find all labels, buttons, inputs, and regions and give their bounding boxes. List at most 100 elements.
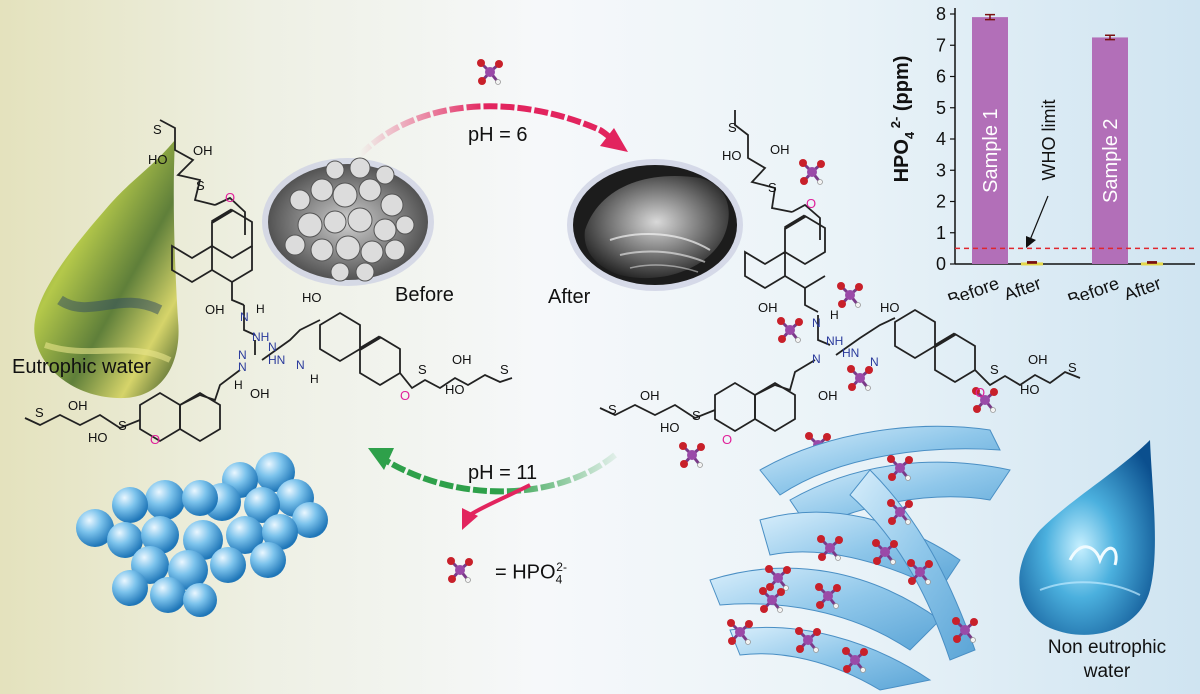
atom-n: N [238, 360, 247, 374]
non-eutrophic-line1: Non eutrophic [1047, 637, 1167, 658]
ph11-label: pH = 11 [468, 462, 538, 484]
atom-n: N [268, 340, 277, 354]
atom-s: S [500, 362, 509, 377]
atom-s: S [1068, 360, 1077, 375]
atom-ho: HO [1020, 382, 1040, 397]
ph6-label: pH = 6 [468, 124, 528, 146]
atom-n: N [870, 355, 879, 369]
atom-o: O [400, 388, 411, 403]
atom-n: N [238, 348, 247, 362]
y-tick-label: 2 [936, 192, 946, 212]
atom-n: N [240, 310, 249, 324]
who-limit-label: WHO limit [1039, 100, 1059, 181]
non-eutrophic-water-label: Non eutrophic water [1032, 636, 1182, 684]
nanosheet-stack [709, 425, 1011, 691]
atom-ho: HO [660, 420, 680, 435]
atom-s: S [196, 178, 205, 193]
atom-oh: OH [818, 388, 838, 403]
atom-hn: HN [842, 346, 860, 360]
atom-o: O [806, 196, 817, 211]
atom-nh: NH [826, 334, 844, 348]
eutrophic-water-label: Eutrophic water [12, 356, 151, 378]
molecule-right-bonds [599, 110, 1081, 433]
atom-s: S [768, 180, 777, 195]
y-axis-label: HPO4 2- (ppm) [888, 56, 917, 183]
atom-n: N [296, 358, 305, 372]
before-label: Before [395, 284, 454, 306]
atom-o: O [150, 432, 161, 447]
after-label: After [548, 286, 591, 308]
atom-s: S [418, 362, 427, 377]
atom-h: H [234, 378, 243, 392]
atom-h: H [310, 372, 319, 386]
atom-oh: OH [1028, 352, 1048, 367]
arrow-ph6 [357, 103, 628, 158]
y-tick-label: 7 [936, 35, 946, 55]
y-tick-label: 3 [936, 160, 946, 180]
atom-ho: HO [88, 430, 108, 445]
atom-o: O [975, 385, 986, 400]
atom-nh: NH [252, 330, 270, 344]
arrow-ph11 [368, 448, 617, 530]
legend-sup: 2- [556, 560, 567, 574]
who-limit-pointer [1029, 195, 1049, 241]
atom-oh: OH [640, 388, 660, 403]
atom-s: S [728, 120, 737, 135]
atom-ho: HO [445, 382, 465, 397]
atom-oh: OH [758, 300, 778, 315]
atom-oh: OH [452, 352, 472, 367]
after-bar [1021, 262, 1043, 266]
atom-s: S [692, 408, 701, 423]
bar-data-label: Sample 2 [1100, 118, 1122, 203]
atom-ho: HO [880, 300, 900, 315]
x-tick-label: Before [1065, 273, 1122, 300]
y-tick-label: 5 [936, 98, 946, 118]
non-eutrophic-line2: water [1083, 661, 1131, 682]
molecule-left-bonds [24, 119, 513, 443]
atom-ho: HO [722, 148, 742, 163]
atom-h: H [830, 308, 839, 322]
x-tick-label: After [1121, 273, 1164, 300]
atom-o: O [722, 432, 733, 447]
atom-n: N [812, 316, 821, 330]
y-tick-label: 1 [936, 223, 946, 243]
atom-ho: HO [302, 290, 322, 305]
y-tick-label: 8 [936, 4, 946, 24]
legend-eq: = HPO [495, 561, 556, 584]
atom-hn: HN [268, 353, 286, 367]
y-tick-label: 0 [936, 254, 946, 274]
sem-after-image [567, 159, 743, 291]
x-tick-label: After [1001, 273, 1044, 300]
atom-oh: OH [205, 302, 225, 317]
atom-n: N [812, 352, 821, 366]
atom-oh: OH [770, 142, 790, 157]
atom-h: H [256, 302, 265, 316]
clean-water-drop [1019, 440, 1155, 635]
atom-oh: OH [250, 386, 270, 401]
bar-data-label: Sample 1 [980, 108, 1002, 193]
eutrophic-water-drop [34, 140, 179, 399]
atom-s: S [608, 402, 617, 417]
atom-o: O [225, 190, 236, 205]
atom-oh: OH [193, 143, 213, 158]
y-tick-label: 4 [936, 129, 946, 149]
y-tick-label: 6 [936, 67, 946, 87]
before-bar [972, 17, 1008, 264]
before-bar [1092, 37, 1128, 264]
atom-s: S [35, 405, 44, 420]
sphere-cluster [76, 452, 328, 617]
who-limit-arrowhead [1026, 236, 1036, 248]
after-bar [1141, 262, 1163, 266]
legend-sub: 4 [555, 572, 563, 587]
sem-before-image [262, 157, 434, 286]
atom-ho: HO [148, 152, 168, 167]
atom-s: S [118, 418, 127, 433]
x-tick-label: Before [945, 273, 1002, 300]
atom-s: S [153, 122, 162, 137]
atom-s: S [990, 362, 999, 377]
hpo4-legend: = HPO42- [495, 560, 567, 587]
atom-oh: OH [68, 398, 88, 413]
